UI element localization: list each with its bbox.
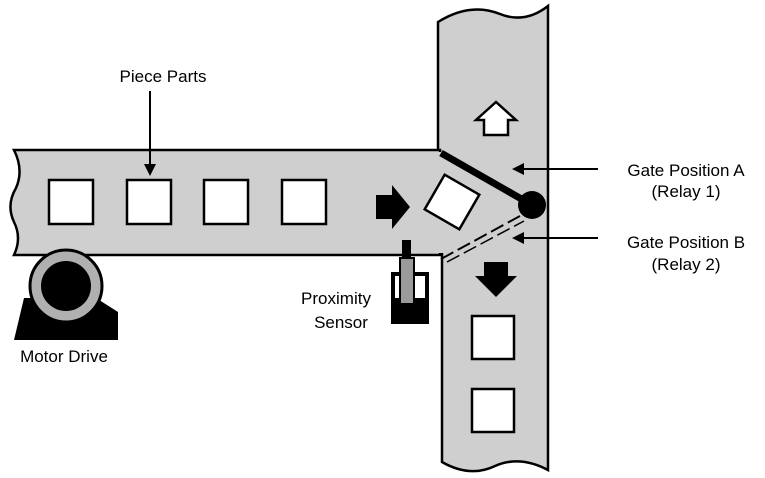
sensor-label-line2: Sensor — [314, 313, 368, 332]
motor-drive-label: Motor Drive — [20, 347, 108, 366]
gate-a-label-line1: Gate Position A — [627, 161, 745, 180]
piece-parts-pointer-head — [144, 164, 156, 176]
arrow-right-icon — [376, 185, 410, 229]
piece-part — [125, 178, 173, 226]
piece-parts-label: Piece Parts — [120, 67, 207, 86]
gate-pivot — [518, 191, 546, 219]
sensor-label-line1: Proximity — [301, 289, 371, 308]
piece-part-tilted — [422, 172, 482, 232]
gate-a-label-line2: (Relay 1) — [652, 182, 721, 201]
proximity-sensor-icon — [391, 240, 429, 324]
piece-part — [202, 178, 250, 226]
gate-a-pointer-head — [512, 163, 524, 175]
gate-position-a — [439, 149, 534, 209]
gate-b-pointer-head — [512, 232, 524, 244]
gate-b-label-line1: Gate Position B — [627, 233, 745, 252]
piece-part — [47, 178, 95, 226]
gate-position-b-edge — [446, 220, 525, 263]
gate-b-label-line2: (Relay 2) — [652, 255, 721, 274]
piece-part — [470, 314, 516, 361]
motor-drive-icon — [14, 248, 118, 340]
piece-part — [280, 178, 328, 226]
arrow-down-icon — [475, 262, 517, 297]
arrow-up-outline-icon — [472, 100, 520, 137]
piece-part — [470, 387, 516, 434]
vertical-conveyor — [436, 3, 550, 473]
gate-position-b — [440, 215, 521, 260]
